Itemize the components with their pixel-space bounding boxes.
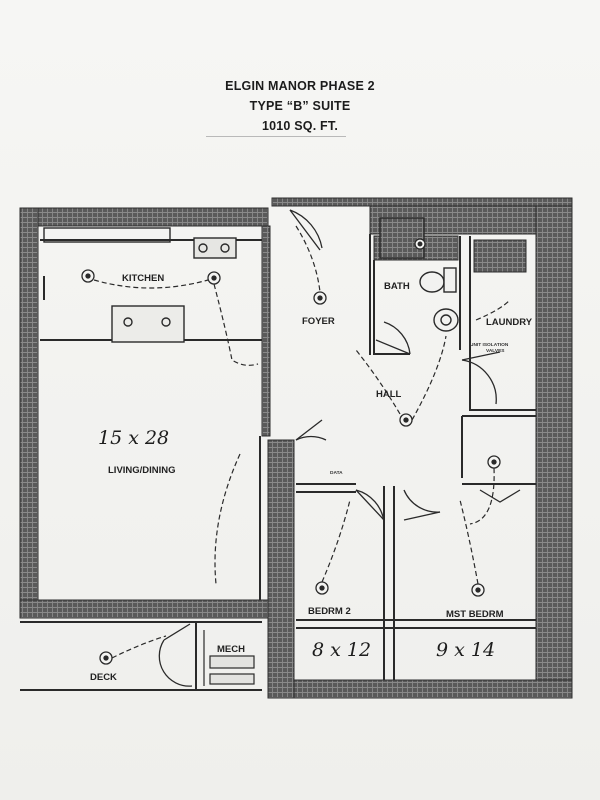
kitchen-fixtures [43,227,237,343]
mech-label: MECH [217,644,245,655]
foyer-label: FOYER [302,316,335,327]
deck-label: DECK [90,672,117,683]
master-bedroom-label: MST BEDRM [446,609,504,620]
master-size-handwritten: 9 x 14 [436,639,495,661]
light-fixtures [81,238,501,665]
bedroom-2-size-handwritten: 8 x 12 [312,639,371,661]
bath-fixtures [379,217,459,332]
title-line-3: 1010 SQ. FT. [261,119,339,133]
switch-wiring [93,225,511,659]
living-size-handwritten: 15 x 28 [98,427,169,449]
laundry-note-line-1: UNIT ISOLATION [470,342,509,348]
laundry-label: LAUNDRY [486,317,533,328]
title-divider [206,136,346,137]
title-line-2: TYPE “B” SUITE [249,99,351,113]
plan-title-block: ELGIN MANOR PHASE 2 TYPE “B” SUITE 1010 … [0,76,600,136]
bedroom-2-label: BEDRM 2 [308,606,351,617]
hall-label: HALL [376,389,402,400]
doors [158,209,521,687]
interior-walls [20,234,536,691]
kitchen-label: KITCHEN [122,273,164,284]
bath-label: BATH [384,281,410,292]
data-outlet-label: DATA [330,470,343,476]
mech-fixtures [203,630,255,686]
title-line-1: ELGIN MANOR PHASE 2 [225,79,375,93]
laundry-note-line-2: VALVES [486,348,505,354]
living-dining-label: LIVING/DINING [108,465,176,476]
